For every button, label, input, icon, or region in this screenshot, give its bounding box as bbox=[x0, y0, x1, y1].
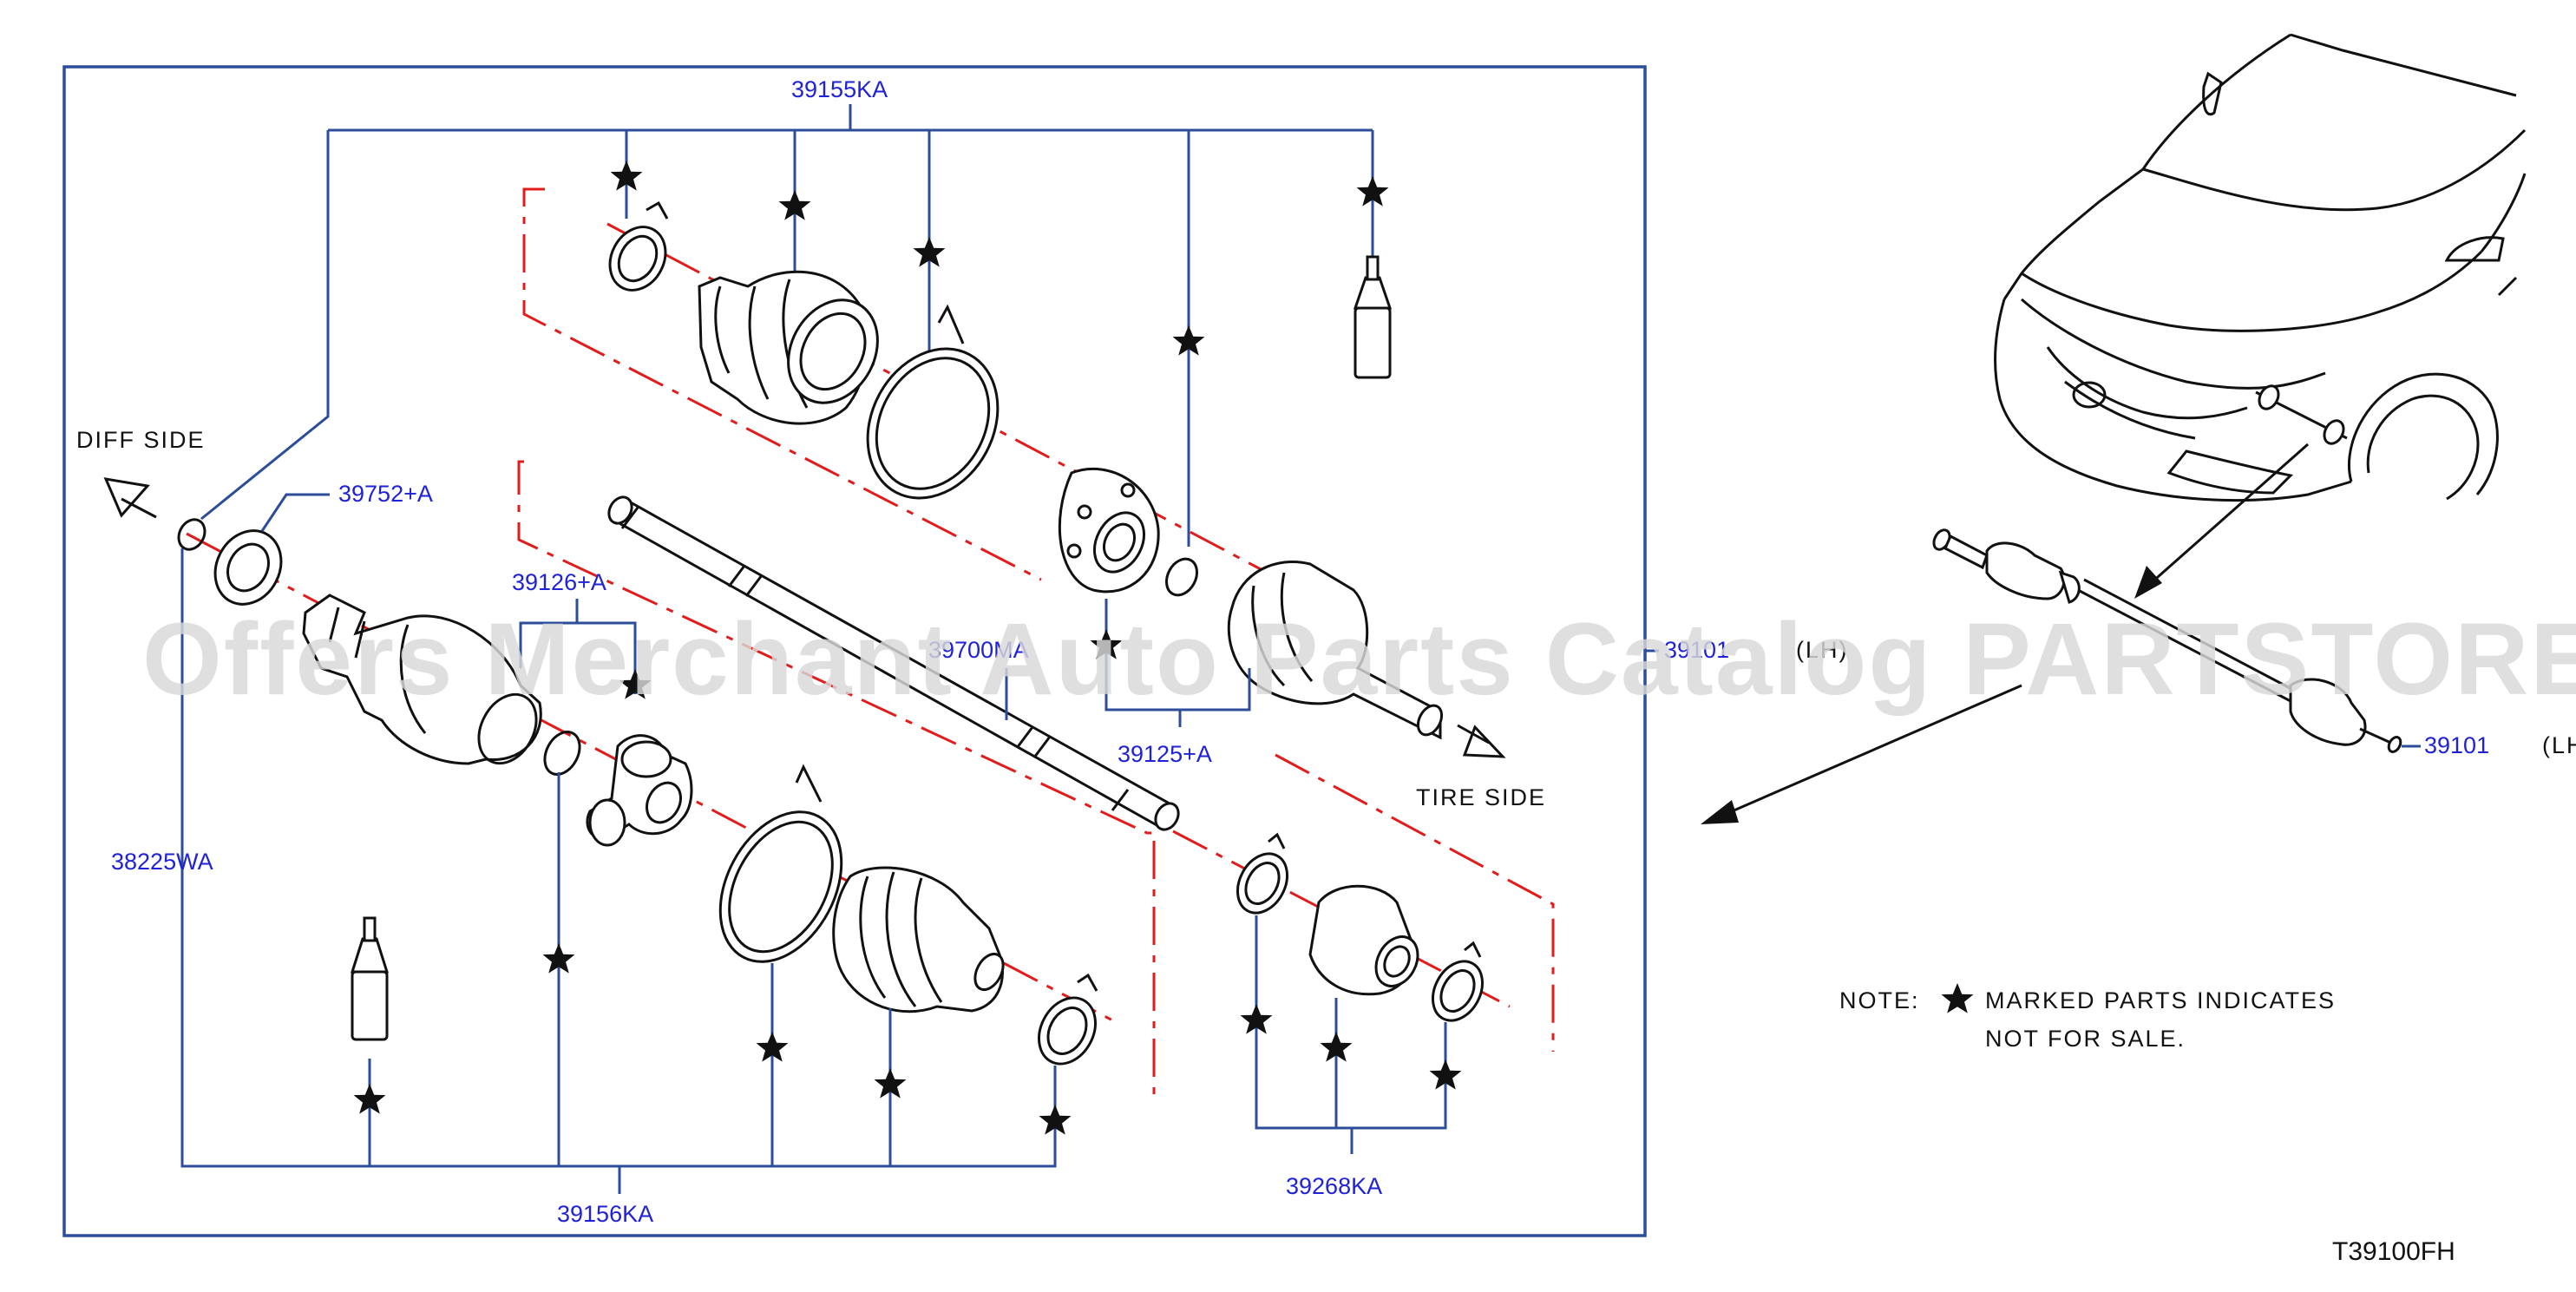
outer-large-band bbox=[866, 304, 1000, 500]
outer-boot bbox=[698, 270, 879, 425]
arrow-icon bbox=[2134, 443, 2309, 599]
star-icon bbox=[1941, 983, 1974, 1013]
outer-kit-boot bbox=[1308, 884, 1419, 996]
inset-shaft-assembly bbox=[1932, 528, 2402, 753]
label-39101-inset: 39101 bbox=[2424, 732, 2489, 758]
drawing-code: T39100FH bbox=[2332, 1237, 2455, 1266]
note-block: NOTE: MARKED PARTS INDICATES NOT FOR SAL… bbox=[1839, 987, 2336, 1052]
leader-39752 bbox=[260, 493, 330, 532]
outer-kit-small-band-a bbox=[1236, 832, 1289, 915]
oil-seal-washer bbox=[213, 529, 283, 606]
diff-side-label: DIFF SIDE bbox=[76, 427, 206, 453]
inner-large-band bbox=[718, 764, 843, 963]
label-38225: 38225WA bbox=[111, 849, 213, 875]
drive-shaft bbox=[607, 495, 1180, 831]
tire-side-label: TIRE SIDE bbox=[1416, 784, 1546, 810]
label-39752: 39752+A bbox=[338, 481, 433, 507]
label-39126: 39126+A bbox=[512, 569, 606, 595]
retaining-ring bbox=[177, 518, 206, 551]
note-line-1: MARKED PARTS INDICATES bbox=[1985, 987, 2336, 1013]
outer-grease-tube bbox=[1353, 255, 1393, 379]
outer-small-band bbox=[608, 200, 669, 292]
label-39101-main: 39101 bbox=[1664, 637, 1729, 663]
tire-side-arrow bbox=[1457, 724, 1506, 758]
leader-39126 bbox=[519, 599, 637, 694]
inner-joint-housing bbox=[302, 594, 542, 765]
inner-snap-ring bbox=[543, 731, 581, 776]
label-39101-main-side: (LH) bbox=[1796, 637, 1849, 663]
outer-joint-housing bbox=[1227, 560, 1444, 740]
label-39125: 39125+A bbox=[1118, 741, 1212, 767]
outer-kit-label: 39268KA bbox=[1286, 1173, 1382, 1199]
watermark: Offers Merchant Auto Parts Catalog PARTS… bbox=[142, 602, 2576, 717]
leader-39125 bbox=[1104, 599, 1251, 727]
tripod-spider bbox=[586, 734, 693, 847]
inner-small-band bbox=[1038, 973, 1098, 1066]
note-line-2: NOT FOR SALE. bbox=[1985, 1026, 2186, 1052]
note-prefix: NOTE: bbox=[1839, 987, 1920, 1013]
outer-bearing-cage bbox=[1058, 468, 1160, 594]
outer-snap-ring bbox=[1164, 557, 1199, 597]
outer-kit-small-band-b bbox=[1431, 941, 1485, 1022]
assembly-label: 39155KA bbox=[791, 76, 888, 102]
inner-kit-label: 39156KA bbox=[557, 1201, 653, 1227]
car-illustration bbox=[1994, 33, 2527, 502]
inner-boot bbox=[832, 866, 1005, 1013]
diff-side-arrow bbox=[103, 477, 157, 519]
label-39700: 39700MA bbox=[928, 637, 1029, 663]
arrow-icon bbox=[1701, 684, 2022, 824]
label-39101-inset-side: (LH) bbox=[2542, 732, 2576, 758]
inner-grease-tube bbox=[350, 916, 390, 1041]
